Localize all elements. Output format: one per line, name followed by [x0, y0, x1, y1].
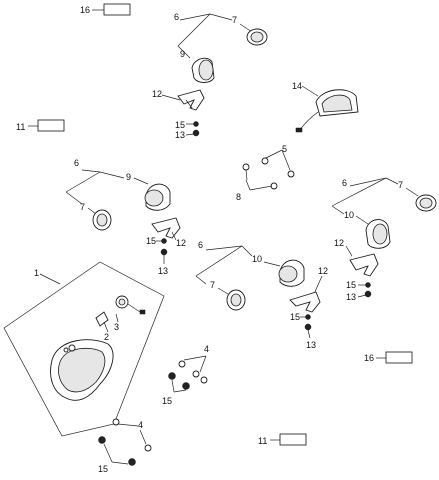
indicator-lens: [365, 219, 391, 249]
callout-7: 7: [232, 15, 237, 25]
callout-15: 15: [346, 280, 356, 290]
callout-15: 15: [162, 396, 172, 406]
mounting-bracket: [289, 291, 321, 313]
callout-7: 7: [398, 180, 403, 190]
bulb-socket-ring: [226, 289, 246, 311]
callout-15: 15: [146, 236, 156, 246]
callout-9: 9: [126, 172, 131, 182]
reference-box-16-top: 16: [80, 3, 131, 16]
callout-12: 12: [152, 89, 162, 99]
headlight-bulb: [115, 295, 146, 315]
callout-6: 6: [74, 158, 79, 168]
indicator-lens: [144, 183, 171, 211]
callout-14: 14: [292, 81, 302, 91]
callout-16: 16: [80, 5, 90, 15]
callout-15: 15: [98, 464, 108, 474]
callout-5: 5: [282, 144, 287, 154]
headlight-group-outline: [3, 261, 165, 437]
bolt-set: [242, 157, 295, 190]
callout-16: 16: [364, 353, 374, 363]
callout-12: 12: [176, 238, 186, 248]
callout-12: 12: [334, 238, 344, 248]
mounting-bracket: [177, 89, 205, 111]
callout-6: 6: [174, 12, 179, 22]
mounting-bracket: [151, 217, 181, 239]
bulb-socket-ring: [92, 209, 112, 231]
bulb-socket-ring: [246, 28, 268, 46]
callout-7: 7: [210, 280, 215, 290]
screw-set-upper: [168, 360, 208, 390]
bulb-clip: [95, 311, 109, 327]
tail-light-assembly: [295, 89, 359, 133]
callout-8: 8: [236, 192, 241, 202]
callout-15: 15: [175, 120, 185, 130]
callout-3: 3: [114, 322, 119, 332]
callout-9: 9: [180, 49, 185, 59]
callout-10: 10: [344, 210, 354, 220]
callout-12: 12: [318, 266, 328, 276]
headlight-assembly: [50, 339, 114, 401]
reference-box-11-bottom: 11: [258, 433, 307, 446]
screw-set-lower: [98, 418, 152, 466]
callout-11: 11: [258, 436, 267, 446]
callout-6: 6: [342, 178, 347, 188]
reference-box-11-left: 11: [16, 119, 65, 132]
callout-4: 4: [204, 344, 209, 354]
callout-15: 15: [290, 312, 300, 322]
callout-11: 11: [16, 122, 25, 132]
callout-10: 10: [252, 254, 262, 264]
callout-6: 6: [198, 240, 203, 250]
callout-4: 4: [138, 420, 143, 430]
callout-2: 2: [104, 332, 109, 342]
callout-13: 13: [306, 340, 316, 350]
callout-13: 13: [175, 130, 185, 140]
bulb-socket-ring: [415, 194, 437, 212]
callout-13: 13: [158, 266, 168, 276]
callout-13: 13: [346, 292, 356, 302]
indicator-lens: [191, 57, 215, 83]
indicator-lens: [278, 259, 305, 287]
mounting-bracket: [349, 253, 379, 277]
callout-1: 1: [34, 268, 39, 278]
reference-box-16-right: 16: [364, 351, 413, 364]
callout-7: 7: [80, 202, 85, 212]
